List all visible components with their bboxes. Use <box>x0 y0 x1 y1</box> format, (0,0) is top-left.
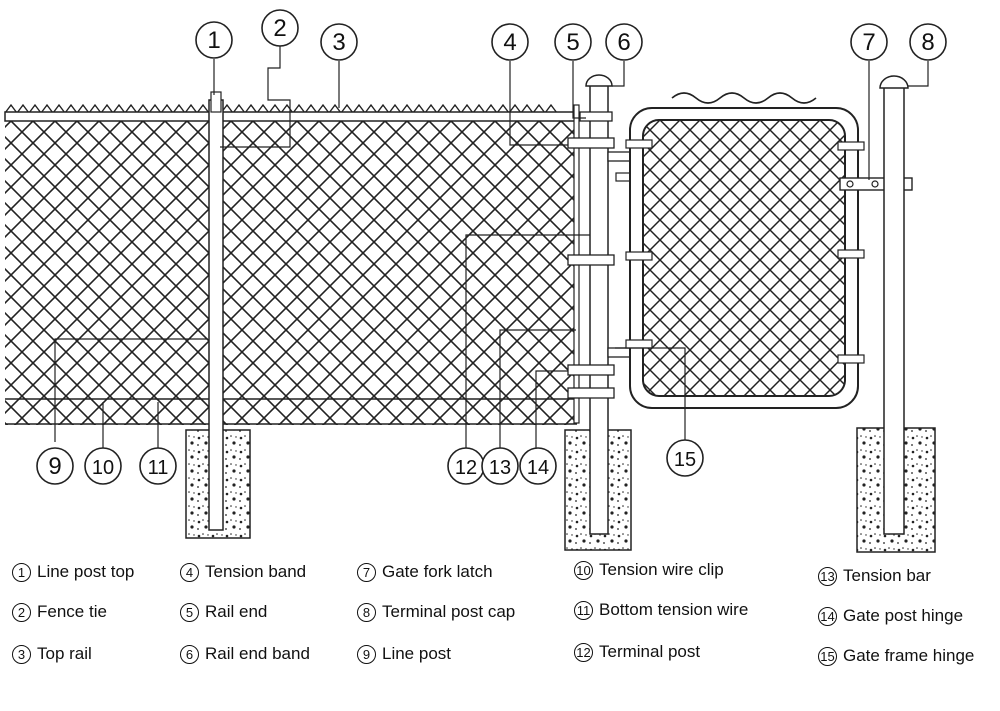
callout-10: 10 <box>84 447 122 485</box>
callout-4: 4 <box>491 23 529 61</box>
leader-lines <box>54 46 929 448</box>
callouts: 1 2 3 4 5 6 7 8 9 10 11 12 13 14 15 <box>36 9 947 485</box>
svg-text:11: 11 <box>148 457 169 479</box>
svg-text:9: 9 <box>48 453 61 480</box>
callout-5: 5 <box>554 23 592 61</box>
callout-1: 1 <box>195 21 233 59</box>
svg-text:14: 14 <box>527 457 549 479</box>
svg-text:7: 7 <box>862 29 875 56</box>
svg-text:2: 2 <box>273 15 286 42</box>
right-terminal-post <box>856 75 936 553</box>
svg-text:13: 13 <box>489 457 511 479</box>
callout-14: 14 <box>519 447 557 485</box>
fence-fabric <box>4 103 577 425</box>
callout-15: 15 <box>666 439 704 477</box>
svg-text:6: 6 <box>617 29 630 56</box>
svg-text:5: 5 <box>566 29 579 56</box>
svg-text:1: 1 <box>207 27 220 54</box>
callout-2: 2 <box>261 9 299 47</box>
svg-text:12: 12 <box>455 457 477 479</box>
svg-text:8: 8 <box>921 29 934 56</box>
svg-text:3: 3 <box>332 29 345 56</box>
bottom-tension-wire <box>5 398 577 425</box>
svg-text:10: 10 <box>92 457 114 479</box>
callout-6: 6 <box>605 23 643 61</box>
line-post <box>185 91 251 539</box>
callout-7: 7 <box>850 23 888 61</box>
callout-8: 8 <box>909 23 947 61</box>
terminal-post <box>564 74 649 551</box>
callout-3: 3 <box>320 23 358 61</box>
svg-text:15: 15 <box>674 449 696 471</box>
svg-text:4: 4 <box>503 29 516 56</box>
gate <box>625 92 865 409</box>
callout-11: 11 <box>139 447 177 485</box>
callout-13: 13 <box>481 447 519 485</box>
callout-9: 9 <box>36 447 74 485</box>
